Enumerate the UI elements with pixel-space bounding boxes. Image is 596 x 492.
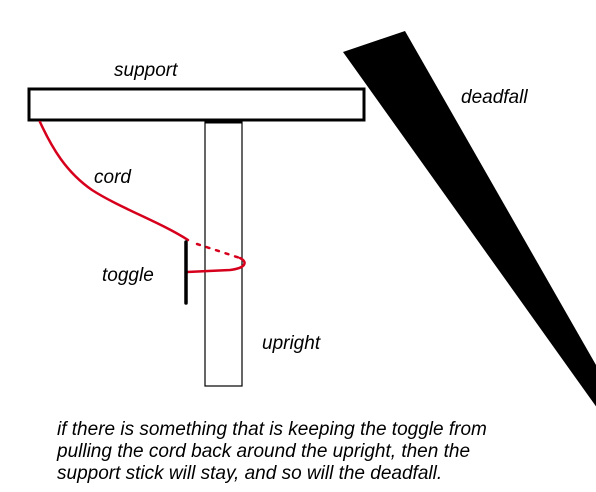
cord-wrap-dotted (195, 242, 242, 260)
label-upright: upright (262, 333, 321, 354)
label-cord: cord (94, 167, 131, 188)
caption-line: if there is something that is keeping th… (57, 419, 487, 440)
label-deadfall: deadfall (461, 87, 528, 108)
caption: if there is something that is keeping th… (57, 419, 577, 485)
deadfall-bar (343, 31, 596, 407)
upright-stick (204, 121, 243, 387)
caption-line: pulling the cord back around the upright… (57, 441, 471, 462)
cord-wrap-front (185, 256, 246, 274)
label-toggle: toggle (102, 265, 154, 286)
cord-line (38, 120, 190, 242)
label-support: support (114, 60, 178, 81)
support-stick (27, 87, 366, 122)
caption-line: support stick will stay, and so will the… (57, 463, 443, 484)
